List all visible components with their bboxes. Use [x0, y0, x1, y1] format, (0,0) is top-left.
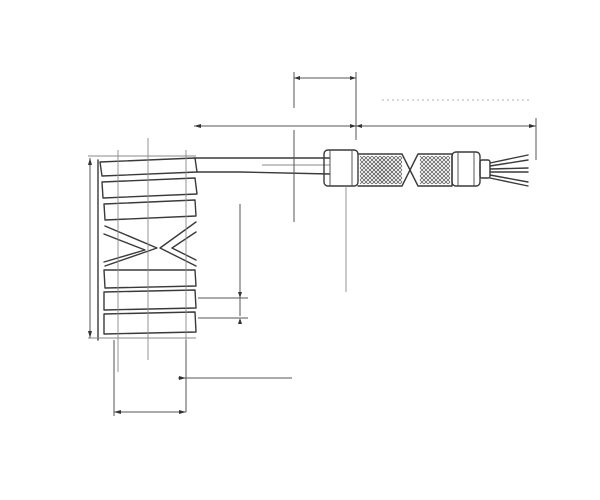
transition-sleeve — [323, 149, 359, 187]
braid-strand — [375, 155, 403, 183]
braid-strand — [431, 155, 451, 175]
braid-strand — [363, 155, 393, 185]
braid-strand — [375, 157, 403, 185]
braid-strand — [443, 177, 451, 185]
braid-strand — [399, 155, 403, 159]
braid-strand — [435, 155, 451, 171]
braid-strand — [395, 177, 403, 185]
braid-strand — [379, 155, 403, 179]
braid-strand — [379, 161, 403, 185]
braid-strand — [359, 155, 389, 185]
braid-strand — [391, 173, 403, 185]
braid-strand — [427, 161, 451, 185]
braid-strand — [435, 169, 451, 185]
dimension-lines — [88, 72, 537, 416]
braid-strand — [399, 181, 403, 185]
lead-wires — [489, 154, 529, 187]
lead-tube — [194, 157, 331, 175]
braid-strand — [447, 181, 451, 185]
braid-strand — [443, 155, 451, 163]
braid-hatch — [419, 155, 451, 185]
end-sleeve — [451, 151, 491, 187]
braid-strand — [371, 155, 401, 185]
braid-strand — [391, 155, 403, 167]
braid-strand — [423, 157, 451, 185]
braid-strand — [387, 155, 403, 171]
braid-strand — [447, 155, 451, 159]
coil-body — [88, 138, 198, 372]
braid-strand — [387, 169, 403, 185]
braid-strand — [395, 155, 403, 163]
braid-strand — [431, 165, 451, 185]
braid-strand — [439, 173, 451, 185]
braided-cable — [357, 153, 453, 187]
braid-strand — [367, 155, 397, 185]
braid-strand — [423, 155, 451, 183]
braid-strand — [383, 165, 403, 185]
braid-strand — [383, 155, 403, 175]
braid-strand — [439, 155, 451, 167]
braid-hatch — [359, 155, 403, 185]
braid-strand — [427, 155, 451, 179]
braid-strand — [419, 155, 449, 185]
